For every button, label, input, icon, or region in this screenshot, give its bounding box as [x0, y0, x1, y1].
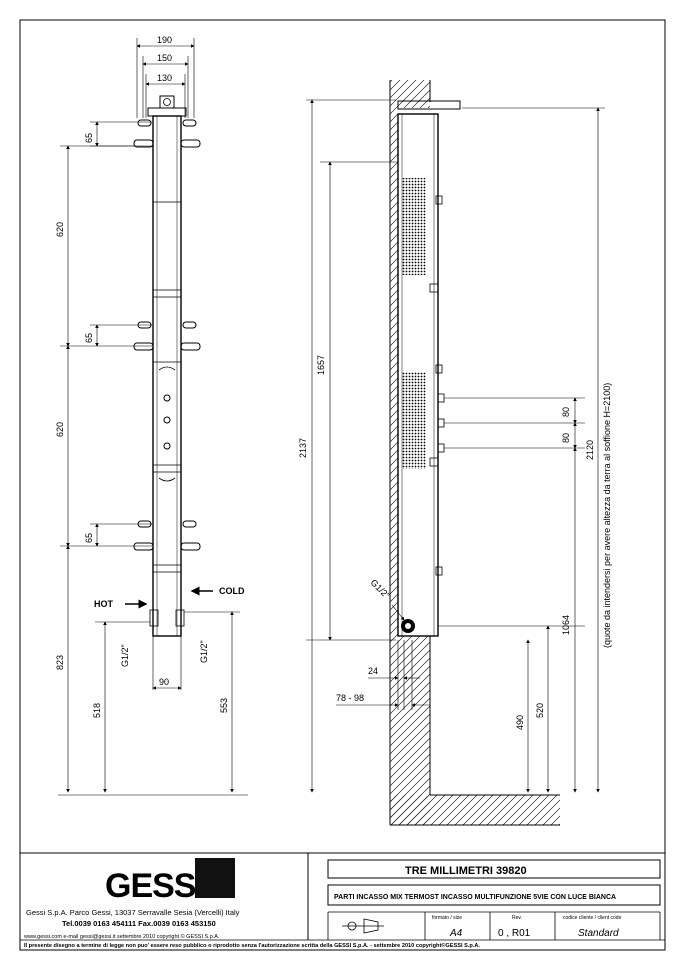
side-body: [397, 113, 439, 637]
dim-90: 90: [159, 677, 169, 687]
cold-label: COLD: [219, 586, 245, 596]
company-address: Gessi S.p.A. Parco Gessi, 13037 Serraval…: [26, 908, 240, 917]
format-value: A4: [449, 928, 463, 939]
gessi-logo: GESSI: [105, 858, 235, 905]
client-code-value: Standard: [578, 928, 619, 939]
sheet-border: [19, 19, 666, 951]
format-label: formato / size: [432, 915, 462, 921]
grille-lower: [402, 372, 426, 469]
product-name: TRE MILLIMETRI 39820: [405, 865, 527, 877]
dim-2120: 2120: [585, 440, 595, 460]
outlet-hole: [163, 416, 171, 424]
dim-130: 130: [157, 73, 172, 83]
dim-490: 490: [515, 715, 525, 730]
dim-620-a: 620: [55, 222, 65, 237]
dim-80-top: 80: [561, 407, 571, 417]
mounting-brackets: [133, 119, 201, 551]
rev-value: 0 , R01: [498, 928, 531, 939]
projection-symbol-icon: [342, 918, 384, 934]
dim-823: 823: [55, 655, 65, 670]
pipe-label-right: G1/2": [199, 640, 209, 663]
product-description: PARTI INCASSO MIX TERMOST INCASSO MULTIF…: [334, 894, 616, 901]
outlet-hole: [163, 394, 171, 402]
dim-65-b: 65: [84, 333, 94, 343]
front-view: 190 150 130: [55, 35, 248, 796]
company-web: www.gessi.com e-mail gessi@gessi.it sett…: [23, 933, 220, 940]
dim-78-98: 78 - 98: [336, 693, 364, 703]
pipe-label-left: G1/2": [120, 644, 130, 667]
svg-text:GESSI: GESSI: [105, 867, 204, 905]
dim-1064: 1064: [561, 615, 571, 635]
side-view: G1/2" 213: [298, 80, 612, 826]
front-body: [152, 115, 182, 637]
dim-518: 518: [92, 703, 102, 718]
dim-80-bottom: 80: [561, 433, 571, 443]
dim-150: 150: [157, 53, 172, 63]
dim-2137: 2137: [298, 438, 308, 458]
width-dimensions: [136, 38, 195, 118]
side-note: (quote da intendersi per avere altezza d…: [602, 383, 612, 648]
company-phone: Tel.0039 0163 454111 Fax.0039 0163 45315…: [62, 919, 216, 928]
hot-label: HOT: [94, 599, 114, 609]
side-pipe-label: G1/2": [369, 577, 392, 600]
dim-65-c: 65: [84, 533, 94, 543]
outlet-hole: [163, 442, 171, 450]
rev-label: Rev.: [512, 915, 522, 921]
dim-190: 190: [157, 35, 172, 45]
dim-620-b: 620: [55, 422, 65, 437]
dim-520: 520: [535, 703, 545, 718]
dim-65-a: 65: [84, 133, 94, 143]
client-code-label: codice cliente / client code: [563, 915, 622, 921]
title-block: GESSI Gessi S.p.A. Parco Gessi, 13037 Se…: [20, 852, 665, 949]
dim-553: 553: [219, 698, 229, 713]
dim-1657: 1657: [316, 355, 326, 375]
dim-24: 24: [368, 666, 378, 676]
grille-upper: [402, 178, 426, 275]
legal-footer: Il presente disegno a termine di legge n…: [24, 942, 480, 949]
